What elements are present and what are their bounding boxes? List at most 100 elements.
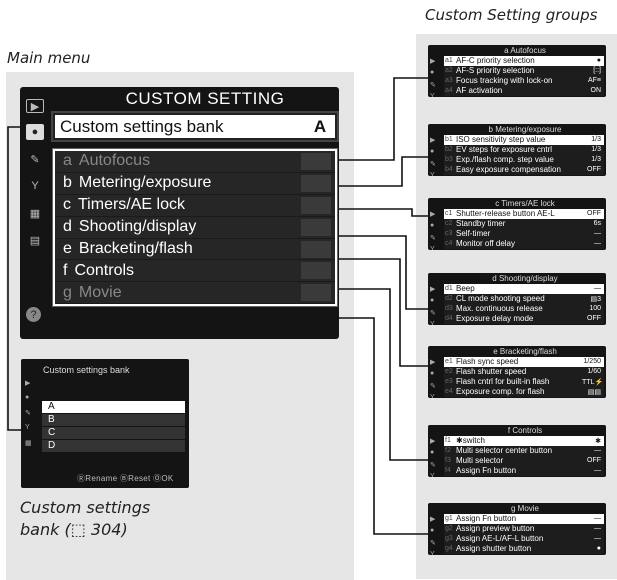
bank-option-c[interactable]: C xyxy=(42,427,185,439)
help-icon[interactable]: ? xyxy=(26,307,41,322)
bank-screen-title: Custom settings bank xyxy=(43,365,130,375)
bank-option-d[interactable]: D xyxy=(42,440,185,452)
connector-g xyxy=(334,317,430,535)
camera-icon[interactable]: ● xyxy=(26,124,44,140)
setting-label: Standby timer xyxy=(456,219,506,229)
bank-option-b[interactable]: B xyxy=(42,414,185,426)
group-screen-tabs: ▶●✎Y xyxy=(430,57,441,97)
camera-icon: ● xyxy=(25,394,30,401)
my-menu-icon[interactable]: ▤ xyxy=(29,234,41,247)
custom-setting-groups-caption: Custom Setting groups xyxy=(425,6,598,24)
bank-row-label: Custom settings bank xyxy=(60,116,224,136)
retouch-icon[interactable]: ▦ xyxy=(29,207,41,220)
setting-number: f2 xyxy=(445,447,451,455)
setting-label: Monitor off delay xyxy=(456,239,515,249)
setting-number: d1 xyxy=(445,285,453,293)
wrench-icon[interactable]: Y xyxy=(31,180,39,192)
playback-icon: ▶ xyxy=(430,359,436,366)
pencil-icon[interactable]: ✎ xyxy=(30,153,40,166)
setting-number: g3 xyxy=(445,535,453,543)
menu-item-text: Bracketing/flash xyxy=(78,240,193,257)
menu-item-letter: d xyxy=(63,218,72,236)
setting-number: e3 xyxy=(445,378,453,386)
wrench-icon: Y xyxy=(430,394,435,398)
playback-icon[interactable]: ▶ xyxy=(26,99,44,113)
playback-icon: ▶ xyxy=(430,286,436,293)
pencil-icon: ✎ xyxy=(25,410,31,417)
bank-screen-tabs: ▶ ● ✎ Y ▦ xyxy=(23,379,37,454)
setting-value: [::] xyxy=(593,67,601,75)
setting-value: 1/3 xyxy=(591,146,601,154)
setting-number: b4 xyxy=(445,166,453,174)
bank-option-a[interactable]: A xyxy=(42,401,185,413)
setting-number: c1 xyxy=(445,210,453,218)
group-screen-title: g Movie xyxy=(510,504,539,513)
menu-item-letter: b xyxy=(63,174,72,192)
menu-item-swatch xyxy=(301,262,331,280)
wrench-icon: Y xyxy=(430,551,435,555)
menu-item-swatch xyxy=(301,284,331,302)
setting-value: ● xyxy=(596,545,601,553)
camera-icon: ● xyxy=(430,449,435,456)
setting-number: d2 xyxy=(445,295,453,303)
setting-number: a3 xyxy=(445,77,453,85)
setting-label: Multi selector center button xyxy=(456,446,553,456)
bank-caption-line2: bank (⬚ 304) xyxy=(20,520,128,539)
wrench-icon: Y xyxy=(430,172,435,176)
connector-a xyxy=(334,77,430,161)
custom-settings-bank-row[interactable]: Custom settings bank A xyxy=(51,111,339,142)
setting-label: Focus tracking with lock-on xyxy=(456,76,553,86)
main-menu-screen: ▶ ● ✎ Y ▦ ▤ ? CUSTOM SETTING MENU Custom… xyxy=(20,87,339,339)
setting-row-f1[interactable]: f1✱switch✱ xyxy=(444,436,604,446)
setting-number: a2 xyxy=(445,67,453,75)
setting-label: ISO sensitivity step value xyxy=(456,135,546,145)
menu-item-text: Controls xyxy=(74,261,135,279)
connector-f xyxy=(334,288,430,461)
setting-label: Shutter-release button AE-L xyxy=(456,209,555,219)
setting-value: AF≡ xyxy=(587,77,601,85)
setting-label: Multi selector xyxy=(456,456,504,466)
